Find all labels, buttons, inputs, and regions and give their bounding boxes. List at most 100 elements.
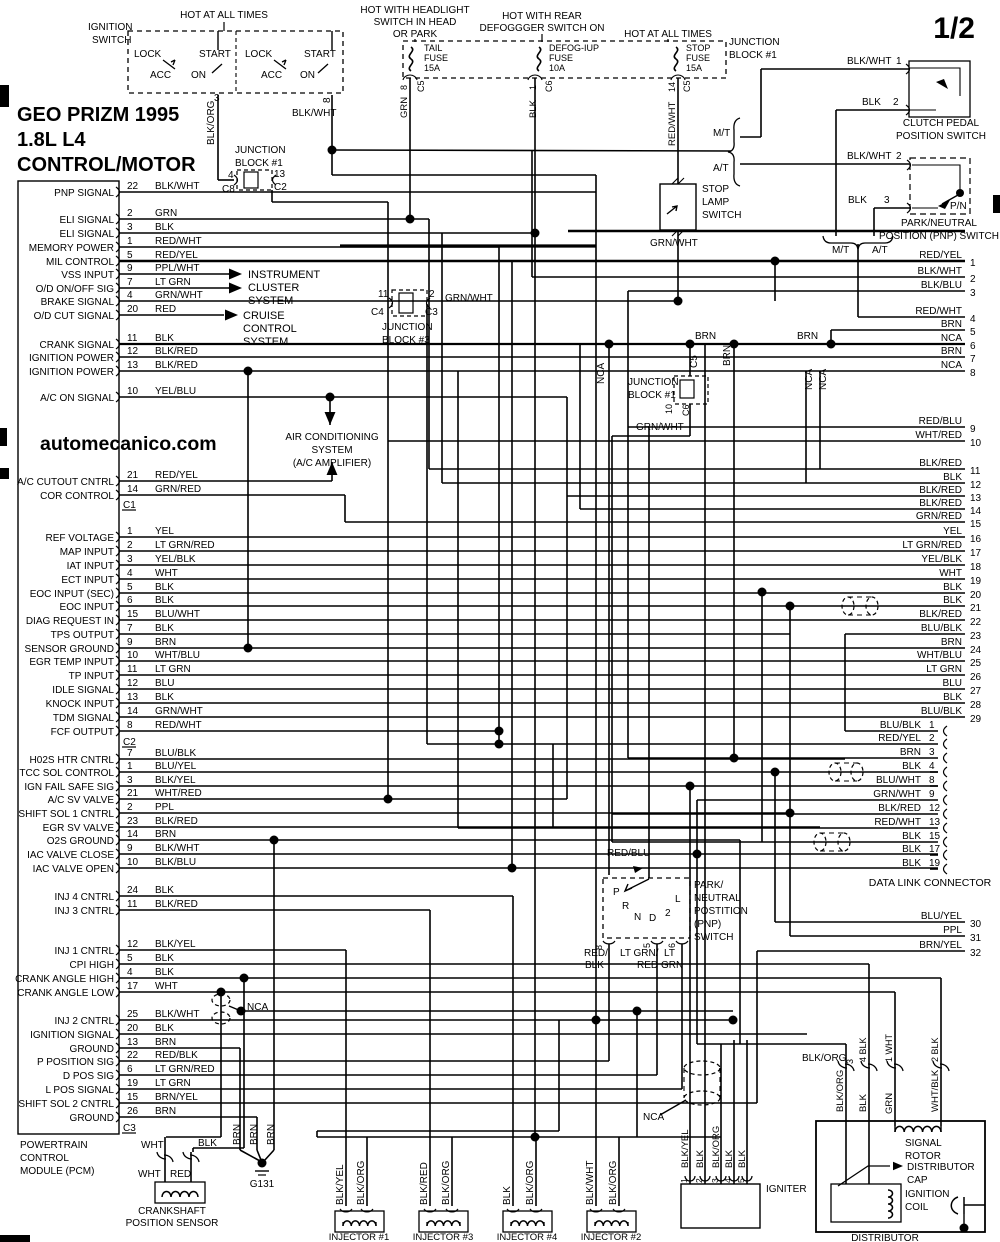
svg-text:BLU/BLK: BLU/BLK — [880, 720, 921, 731]
svg-text:COIL: COIL — [905, 1202, 929, 1213]
svg-text:A/C CUTOUT CNTRL: A/C CUTOUT CNTRL — [17, 477, 114, 488]
svg-text:VSS INPUT: VSS INPUT — [61, 270, 114, 281]
svg-text:BLK: BLK — [585, 960, 604, 971]
svg-text:BRN: BRN — [266, 1124, 277, 1145]
svg-text:BRN: BRN — [695, 331, 716, 342]
svg-text:5: 5 — [736, 1178, 746, 1183]
svg-text:12: 12 — [127, 346, 139, 357]
svg-text:GRN/WHT: GRN/WHT — [650, 238, 698, 249]
svg-text:8: 8 — [399, 85, 409, 90]
svg-text:30: 30 — [970, 919, 982, 930]
svg-text:BLU/BLK: BLU/BLK — [921, 706, 962, 717]
svg-text:12: 12 — [127, 939, 139, 950]
svg-text:STOP: STOP — [686, 43, 710, 53]
svg-text:13: 13 — [127, 360, 139, 371]
svg-text:BLK/BLU: BLK/BLU — [155, 857, 196, 868]
svg-text:BLK/RED: BLK/RED — [919, 498, 962, 509]
svg-text:HOT WITH HEADLIGHT: HOT WITH HEADLIGHT — [360, 5, 469, 16]
svg-text:1: 1 — [528, 85, 538, 90]
svg-text:GRN/RED: GRN/RED — [155, 484, 201, 495]
svg-text:BLK: BLK — [862, 97, 881, 108]
svg-text:BLK: BLK — [155, 953, 174, 964]
svg-text:CPI HIGH: CPI HIGH — [70, 960, 114, 971]
svg-text:GEO PRIZM 1995: GEO PRIZM 1995 — [17, 104, 179, 126]
svg-text:31: 31 — [970, 933, 982, 944]
svg-text:ACC: ACC — [261, 70, 282, 81]
svg-text:LT GRN/: LT GRN/ — [620, 948, 659, 959]
svg-text:GRN: GRN — [661, 960, 683, 971]
svg-text:4 BLK: 4 BLK — [858, 1037, 868, 1062]
svg-text:IGNITION: IGNITION — [905, 1189, 949, 1200]
svg-text:8: 8 — [127, 720, 133, 731]
svg-text:G131: G131 — [250, 1179, 275, 1190]
svg-text:BLK/RED: BLK/RED — [878, 803, 921, 814]
svg-text:CRANK ANGLE HIGH: CRANK ANGLE HIGH — [15, 974, 114, 985]
svg-text:START: START — [199, 49, 231, 60]
svg-text:BLK: BLK — [848, 195, 867, 206]
svg-text:BLOCK #1: BLOCK #1 — [628, 390, 676, 401]
svg-text:BLU/BLK: BLU/BLK — [155, 748, 196, 759]
svg-text:C5: C5 — [682, 80, 692, 92]
svg-text:12: 12 — [127, 678, 139, 689]
svg-text:GRN/WHT: GRN/WHT — [155, 706, 203, 717]
svg-text:NCA: NCA — [804, 369, 815, 390]
svg-text:NCA: NCA — [818, 369, 829, 390]
svg-text:BRAKE SIGNAL: BRAKE SIGNAL — [41, 297, 115, 308]
svg-text:BLK: BLK — [502, 1186, 513, 1205]
svg-text:8: 8 — [322, 97, 333, 103]
svg-text:BRN: BRN — [941, 346, 962, 357]
svg-text:20: 20 — [127, 304, 139, 315]
svg-text:POSITION SWITCH: POSITION SWITCH — [896, 131, 986, 142]
svg-text:TCC SOL CONTROL: TCC SOL CONTROL — [19, 768, 114, 779]
svg-text:10: 10 — [127, 857, 139, 868]
svg-text:CAP: CAP — [907, 1175, 928, 1186]
svg-text:TAIL: TAIL — [424, 43, 442, 53]
svg-text:3: 3 — [970, 288, 976, 299]
svg-text:6: 6 — [127, 595, 133, 606]
svg-text:9: 9 — [127, 263, 133, 274]
svg-text:22: 22 — [127, 1050, 139, 1061]
svg-text:C3: C3 — [425, 307, 438, 318]
svg-text:IAC VALVE CLOSE: IAC VALVE CLOSE — [27, 850, 114, 861]
svg-text:DEFOGGGER SWITCH ON: DEFOGGGER SWITCH ON — [480, 23, 605, 34]
svg-text:MIL CONTROL: MIL CONTROL — [46, 257, 114, 268]
svg-text:1: 1 — [127, 761, 133, 772]
svg-text:11: 11 — [970, 466, 981, 477]
svg-text:BLK/RED: BLK/RED — [919, 485, 962, 496]
svg-text:BLK: BLK — [155, 582, 174, 593]
svg-text:BLU/WHT: BLU/WHT — [155, 609, 200, 620]
svg-text:BLK/RED: BLK/RED — [155, 899, 198, 910]
svg-text:24: 24 — [970, 645, 982, 656]
svg-text:PNP SIGNAL: PNP SIGNAL — [54, 188, 114, 199]
svg-text:IDLE SIGNAL: IDLE SIGNAL — [52, 685, 114, 696]
svg-text:WHT: WHT — [939, 568, 962, 579]
svg-text:POSTITION: POSTITION — [694, 906, 748, 917]
svg-text:RED/WHT: RED/WHT — [915, 306, 962, 317]
svg-text:SYSTEM: SYSTEM — [311, 445, 352, 456]
svg-text:TPS OUTPUT: TPS OUTPUT — [51, 630, 114, 641]
svg-text:CONTROL/MOTOR: CONTROL/MOTOR — [17, 154, 196, 176]
svg-text:1: 1 — [127, 526, 133, 537]
svg-text:C5: C5 — [689, 355, 700, 368]
svg-text:C6: C6 — [544, 80, 554, 92]
svg-text:BLU/YEL: BLU/YEL — [921, 911, 963, 922]
svg-text:14: 14 — [127, 706, 139, 717]
svg-text:28: 28 — [970, 700, 982, 711]
svg-text:PARK/NEUTRAL: PARK/NEUTRAL — [901, 218, 977, 229]
svg-text:BRN: BRN — [941, 637, 962, 648]
svg-text:17: 17 — [929, 844, 941, 855]
svg-text:O/D CUT SIGNAL: O/D CUT SIGNAL — [34, 311, 115, 322]
svg-text:14: 14 — [127, 829, 139, 840]
svg-text:GRN/WHT: GRN/WHT — [445, 293, 493, 304]
svg-text:GRN: GRN — [884, 1093, 895, 1114]
svg-text:7: 7 — [970, 354, 976, 365]
svg-text:BLK/YEL: BLK/YEL — [155, 775, 196, 786]
svg-text:SIGNAL: SIGNAL — [905, 1138, 942, 1149]
svg-text:19: 19 — [127, 1078, 139, 1089]
svg-text:CLUSTER: CLUSTER — [248, 282, 299, 294]
svg-text:BRN: BRN — [155, 1106, 176, 1117]
svg-text:H02S HTR CNTRL: H02S HTR CNTRL — [30, 755, 115, 766]
svg-text:FCF OUTPUT: FCF OUTPUT — [51, 727, 114, 738]
svg-text:BLK/ORG: BLK/ORG — [802, 1053, 847, 1064]
svg-text:LT GRN/RED: LT GRN/RED — [155, 1064, 215, 1075]
